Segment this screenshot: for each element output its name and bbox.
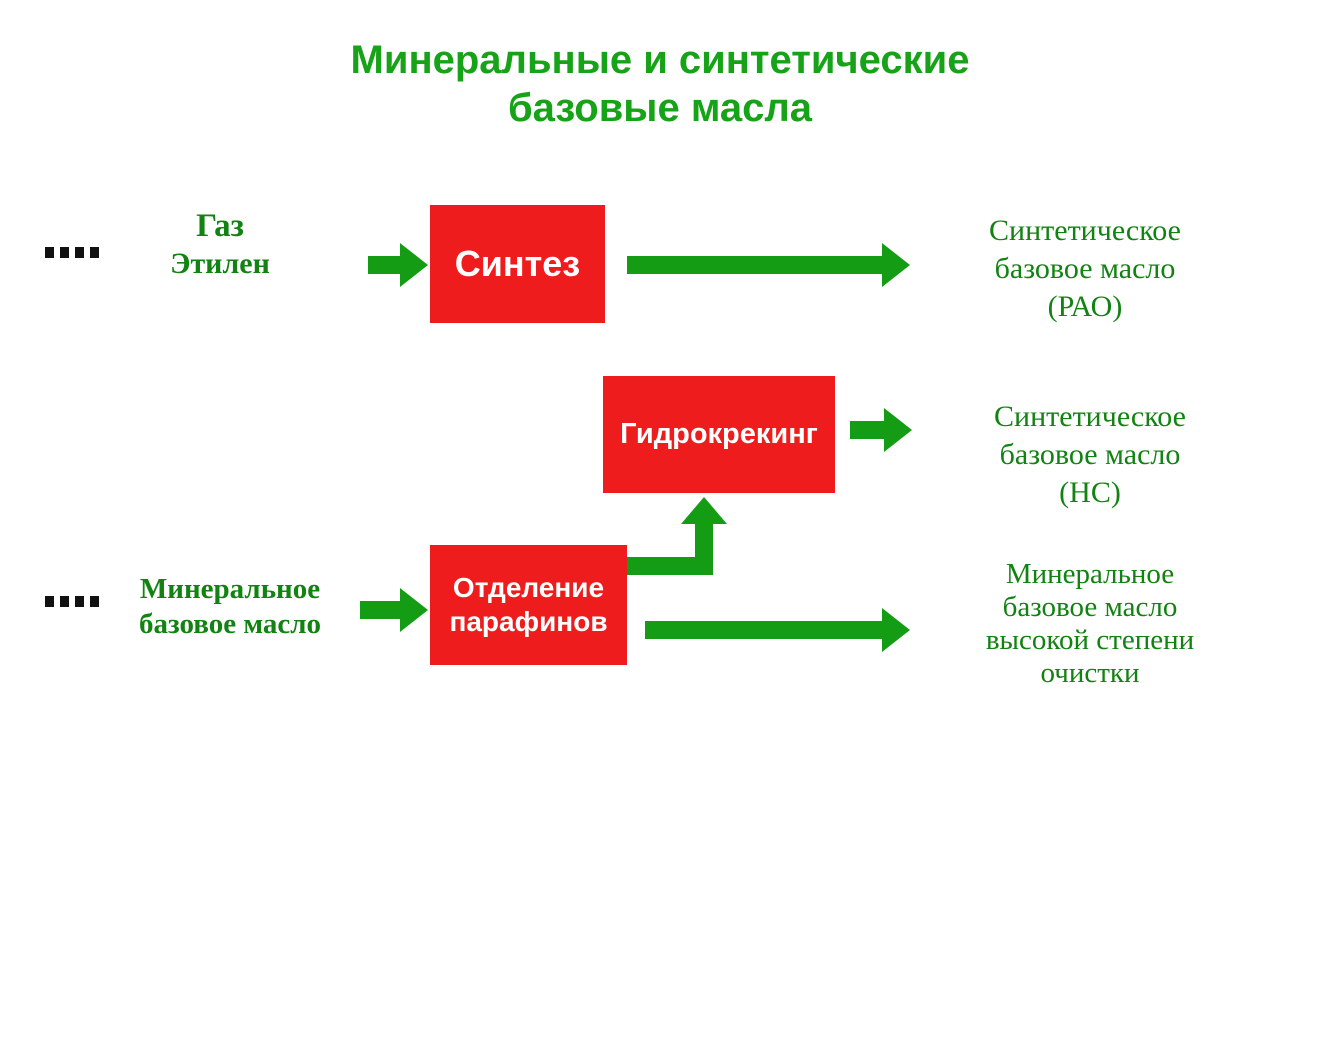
dewaxing-input-label: Минеральное базовое масло: [100, 572, 360, 642]
diagram-title-line1: Минеральные и синтетические: [350, 38, 970, 82]
leader-dots-top: [45, 247, 105, 258]
dewaxing-input-line2: базовое масло: [138, 608, 322, 640]
dewaxing-process-line2: парафинов: [449, 606, 608, 637]
dewaxing-output-label: Минеральное базовое масло высокой степен…: [925, 558, 1255, 690]
synthesis-output-line2: базовое масло: [994, 252, 1176, 285]
hydrocracking-process-label: Гидрокрекинг: [620, 418, 818, 450]
dewaxing-process-box: Отделение парафинов: [430, 545, 627, 665]
dewaxing-process-line1: Отделение: [452, 572, 605, 603]
arrow-up-elbow-icon: [627, 497, 727, 575]
synthesis-input-line1: Газ: [196, 208, 244, 244]
hydrocracking-output-line2: базовое масло: [999, 438, 1181, 471]
dewaxing-output-line4: очистки: [1040, 657, 1140, 689]
diagram-title-line2: базовые масла: [507, 86, 813, 130]
arrow-right-icon: [368, 243, 428, 287]
synthesis-output-label: Синтетическое базовое масло (РАО): [935, 212, 1235, 326]
hydrocracking-process-box: Гидрокрекинг: [603, 376, 835, 493]
synthesis-process-label: Синтез: [454, 243, 581, 284]
synthesis-input-line2: Этилен: [170, 247, 270, 280]
arrow-right-icon: [627, 243, 910, 287]
hydrocracking-output-label: Синтетическое базовое масло (НС): [935, 398, 1245, 512]
hydrocracking-output-line1: Синтетическое: [994, 400, 1186, 433]
dewaxing-output-line2: базовое масло: [1002, 591, 1178, 623]
dewaxing-output-line1: Минеральное: [1005, 558, 1175, 590]
dewaxing-output-line3: высокой степени: [985, 624, 1195, 656]
synthesis-input-label: Газ Этилен: [110, 208, 330, 282]
synthesis-process-box: Синтез: [430, 205, 605, 323]
arrow-right-icon: [360, 588, 428, 632]
diagram-title: Минеральные и синтетические базовые масл…: [0, 36, 1320, 132]
synthesis-output-line1: Синтетическое: [989, 214, 1181, 247]
hydrocracking-output-line3: (НС): [1059, 476, 1121, 509]
synthesis-output-line3: (РАО): [1047, 290, 1123, 323]
arrow-right-icon: [850, 408, 912, 452]
dewaxing-input-line1: Минеральное: [139, 573, 321, 605]
leader-dots-bottom: [45, 596, 105, 607]
arrow-right-icon: [645, 608, 910, 652]
